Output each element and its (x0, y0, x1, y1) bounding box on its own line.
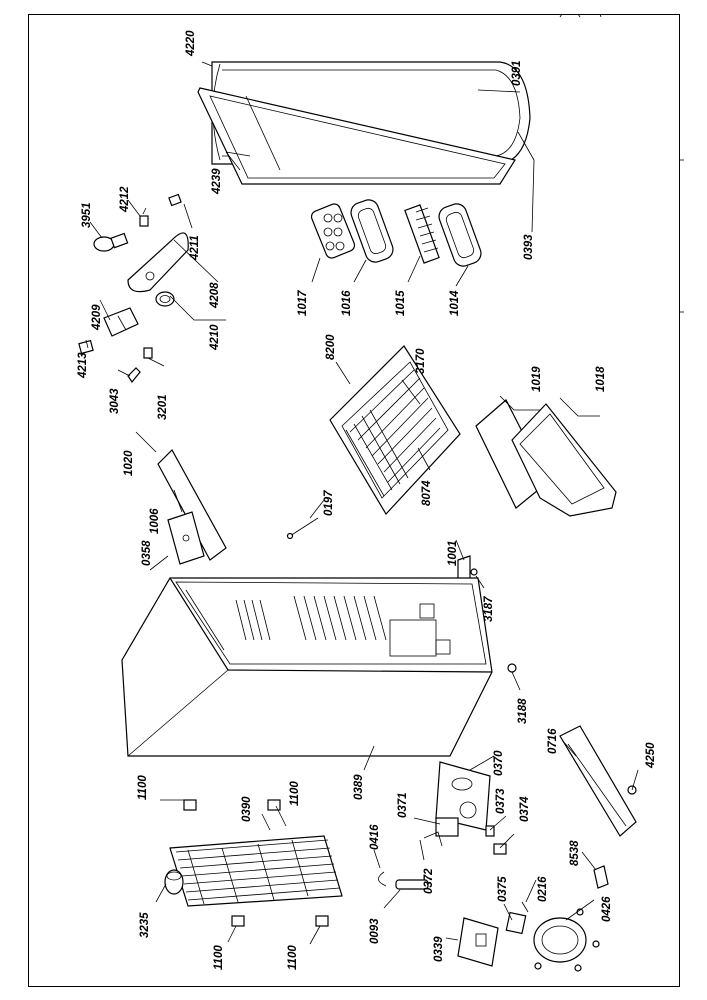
door-bin-1016 (350, 199, 394, 263)
crisper-drawer-1018 (511, 403, 617, 517)
wire-0416 (378, 871, 387, 887)
screw-3043 (127, 367, 141, 384)
drier-0093 (395, 879, 429, 890)
bracket-1100-c (231, 915, 245, 927)
label-8074: 8074 (421, 480, 433, 506)
bracket-0372 (423, 831, 443, 847)
screw-3188 (507, 663, 517, 673)
label-1015: 1015 (395, 290, 407, 316)
label-0373: 0373 (495, 788, 507, 814)
capacitor-0371 (435, 817, 459, 837)
cabinet-0389 (121, 577, 493, 757)
screw-3201 (143, 347, 153, 359)
label-4211: 4211 (189, 235, 201, 261)
part-labels: 4220 0391 4239 0393 4212 3951 4211 4208 … (77, 30, 657, 970)
label-0371: 0371 (397, 792, 409, 818)
label-1019: 1019 (531, 366, 543, 392)
label-4208: 4208 (209, 282, 221, 309)
clip-4211 (168, 193, 182, 207)
label-0358: 0358 (141, 540, 153, 566)
label-3043: 3043 (109, 388, 121, 414)
leader-lines (85, 61, 639, 945)
label-3188: 3188 (517, 698, 529, 724)
label-4210: 4210 (209, 324, 221, 351)
label-1018: 1018 (595, 366, 607, 392)
door-gasket (197, 87, 516, 185)
roll-3951 (93, 232, 129, 252)
label-0375: 0375 (497, 876, 509, 902)
frame-0716 (559, 725, 637, 837)
label-1006: 1006 (149, 508, 161, 534)
cylinder-3235 (164, 869, 184, 895)
label-1100-d: 1100 (287, 945, 299, 970)
label-1014: 1014 (449, 290, 461, 316)
base-4209 (103, 307, 139, 337)
label-1001: 1001 (447, 540, 459, 566)
label-4212: 4212 (119, 186, 131, 213)
label-0416: 0416 (369, 824, 381, 850)
box-0339 (457, 917, 499, 967)
label-0389: 0389 (353, 774, 365, 800)
cover-0374 (493, 843, 507, 855)
clip-4213 (78, 339, 94, 355)
label-8200: 8200 (325, 334, 337, 360)
label-4250: 4250 (645, 742, 657, 769)
egg-tray-1017 (310, 203, 356, 259)
label-3235: 3235 (139, 912, 151, 938)
bracket-1100-a (183, 799, 197, 811)
label-1100-a: 1100 (137, 775, 149, 800)
bumper-4210 (155, 291, 175, 307)
label-8538: 8538 (569, 840, 581, 866)
bracket-1100-d (315, 915, 329, 927)
label-4239: 4239 (211, 168, 223, 195)
screw-3187 (470, 568, 478, 576)
label-0372: 0372 (423, 868, 435, 894)
label-0716: 0716 (547, 728, 559, 754)
compressor-0426 (533, 908, 600, 972)
bracket-1100-b (267, 799, 281, 811)
pin-0216 (521, 901, 529, 913)
label-1017: 1017 (297, 290, 309, 316)
label-1100-b: 1100 (289, 781, 301, 806)
label-4209: 4209 (91, 304, 103, 331)
door-bin-1014 (438, 203, 482, 267)
drawing-frame (28, 14, 680, 987)
label-3170: 3170 (415, 348, 427, 374)
label-0216: 0216 (537, 876, 549, 902)
thermostat-1006 (167, 511, 205, 565)
condenser-0390 (169, 835, 343, 907)
label-0393: 0393 (523, 234, 535, 260)
wire-shelf-8200 (329, 345, 461, 515)
label-0391: 0391 (511, 60, 523, 86)
label-0093: 0093 (369, 918, 381, 944)
label-3187: 3187 (483, 596, 495, 622)
plate-0375 (505, 911, 527, 935)
label-4213: 4213 (77, 352, 89, 379)
label-1020: 1020 (123, 450, 135, 476)
bracket-4212 (139, 207, 149, 227)
label-0426: 0426 (601, 896, 613, 922)
label-1016: 1016 (341, 290, 353, 316)
label-1100-c: 1100 (213, 945, 225, 970)
label-3201: 3201 (157, 394, 169, 420)
label-0374: 0374 (519, 796, 531, 822)
label-0390: 0390 (241, 796, 253, 822)
lamp-0197 (286, 517, 319, 540)
label-4220: 4220 (185, 30, 197, 57)
door-rail-1015 (404, 204, 440, 264)
clip-0373 (485, 825, 495, 837)
handle-4208 (127, 232, 189, 293)
label-0339: 0339 (433, 936, 445, 962)
clip-8538 (593, 865, 609, 889)
label-3951: 3951 (81, 202, 93, 228)
label-0370: 0370 (493, 750, 505, 776)
frame-ticks (559, 13, 684, 313)
label-0197: 0197 (323, 490, 335, 516)
